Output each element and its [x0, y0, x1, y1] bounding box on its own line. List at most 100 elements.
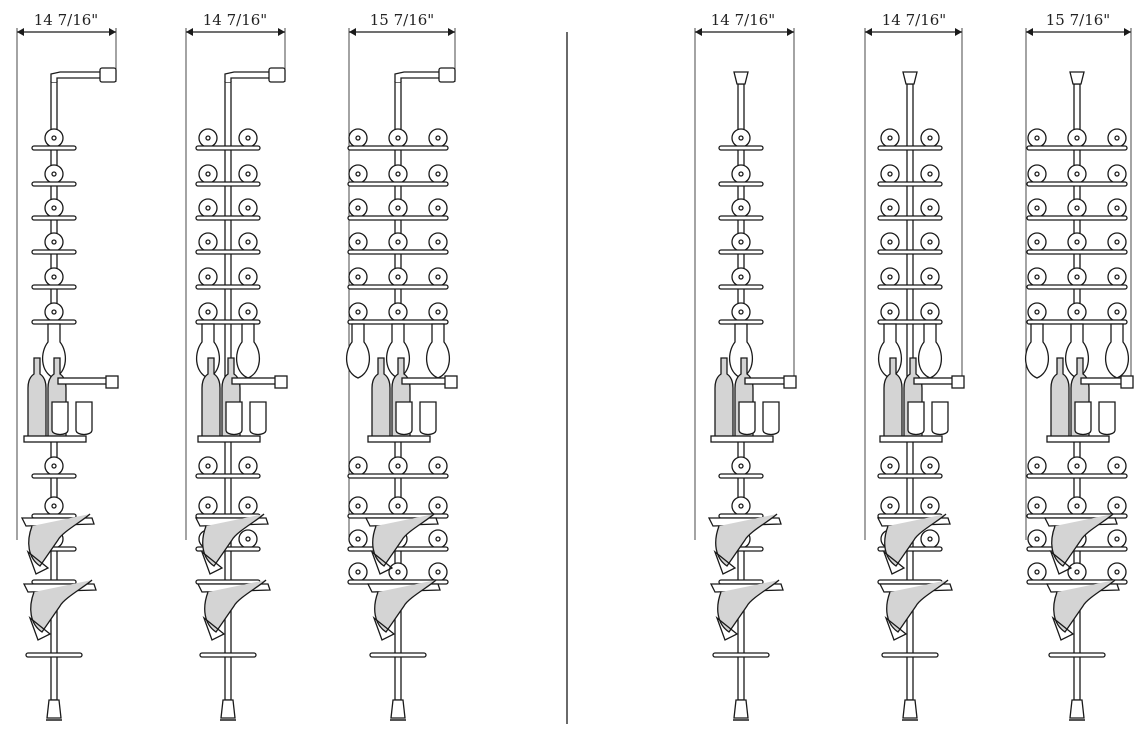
bottle-end [731, 496, 751, 516]
floor-foot [902, 699, 918, 719]
bottle-end [731, 164, 751, 184]
shelf-bar [195, 145, 261, 151]
bottle-cap [395, 463, 401, 469]
caddy-triangle [26, 550, 50, 575]
glass-hanger-end [274, 375, 288, 389]
bottle-end [1027, 267, 1047, 287]
shelf-bar [195, 215, 261, 221]
wall-arm [50, 71, 107, 82]
bottle-cap [927, 171, 933, 177]
wine-glass [346, 323, 370, 379]
bottle-end [1067, 456, 1087, 476]
wine-glass [426, 323, 450, 379]
caddy-triangle [713, 550, 737, 575]
rack-right-2 [876, 71, 965, 721]
bottle-end [1107, 302, 1127, 322]
caddy-bottle [202, 513, 265, 567]
bottle-cap [1034, 274, 1040, 280]
bottle-cap [887, 274, 893, 280]
bottle-end [428, 267, 448, 287]
bottle-end [348, 456, 368, 476]
bottle-end [428, 198, 448, 218]
bottle-end [198, 302, 218, 322]
bottle-end [44, 198, 64, 218]
bottle-end [198, 198, 218, 218]
wall-mount [99, 67, 117, 83]
rack-right-1 [707, 71, 797, 721]
bottle-cap [887, 463, 893, 469]
bottle-end [920, 267, 940, 287]
bottle-cap [738, 463, 744, 469]
bottle-cap [1034, 569, 1040, 575]
bottle-cap [395, 309, 401, 315]
bottle-end [238, 456, 258, 476]
bottle-cap [738, 171, 744, 177]
bottle-end [920, 302, 940, 322]
shelf-bar [31, 473, 77, 479]
bottle-end [880, 198, 900, 218]
glass-hanger-end [444, 375, 458, 389]
rack-left-2 [194, 67, 288, 721]
shelf-bar [195, 249, 261, 255]
shelf-bar [1048, 652, 1106, 658]
bottle-ledge [23, 435, 87, 443]
shelf-bar [347, 473, 449, 479]
caddy-triangle [200, 550, 224, 575]
bottle-cap [355, 205, 361, 211]
shelf-bar [347, 145, 449, 151]
bottle-cap [887, 205, 893, 211]
floor-foot [390, 699, 406, 719]
caddy-triangle [882, 550, 906, 575]
dimension-arrowhead-right [1124, 28, 1131, 36]
bottle-cap [245, 536, 251, 542]
bottle-end [388, 128, 408, 148]
bottle-cap [395, 274, 401, 280]
bottle-end [348, 198, 368, 218]
bottle-cap [1074, 463, 1080, 469]
bottle-end [238, 302, 258, 322]
small-glass [419, 401, 437, 436]
bottle-cap [245, 463, 251, 469]
shelf-bar [347, 546, 449, 552]
bottle-cap [245, 239, 251, 245]
shelf-bar [1026, 473, 1128, 479]
dimension-arrowhead-left [17, 28, 24, 36]
bottle-cap [355, 135, 361, 141]
glass-hanger-end [1120, 375, 1134, 389]
shelf-bar [1026, 215, 1128, 221]
shelf-bar [195, 181, 261, 187]
bottle-cap [887, 309, 893, 315]
bottle-cap [887, 503, 893, 509]
dimension-arrowhead-right [955, 28, 962, 36]
width-label-left-1: 14 7/16" [34, 11, 98, 29]
bottle-cap [1034, 503, 1040, 509]
caddy-triangle [1051, 616, 1075, 641]
bottle-end [880, 302, 900, 322]
small-glass [1074, 401, 1092, 436]
shelf-bar [877, 473, 943, 479]
bottle-end [1067, 267, 1087, 287]
bottle-cap [205, 171, 211, 177]
bottle-cap [738, 205, 744, 211]
shelf-bar [31, 145, 77, 151]
bottle-end [1027, 496, 1047, 516]
bottle-cap [1114, 536, 1120, 542]
bottle-end [1107, 456, 1127, 476]
bottle-cap [1034, 135, 1040, 141]
bottle-cap [245, 171, 251, 177]
wine-glass [1105, 323, 1129, 379]
bottle-end [428, 164, 448, 184]
shelf-bar [718, 145, 764, 151]
bottle-cap [395, 171, 401, 177]
racks-layer [20, 67, 1134, 721]
bottle-cap [435, 135, 441, 141]
shelf-bar [718, 473, 764, 479]
bottle-end [388, 562, 408, 582]
bottle-cap [1074, 239, 1080, 245]
width-label-right-2: 14 7/16" [882, 11, 946, 29]
bottle-cap [435, 569, 441, 575]
bottle-end [920, 128, 940, 148]
shelf-bar [31, 249, 77, 255]
bottle-end [388, 198, 408, 218]
rack-left-3 [346, 67, 458, 721]
